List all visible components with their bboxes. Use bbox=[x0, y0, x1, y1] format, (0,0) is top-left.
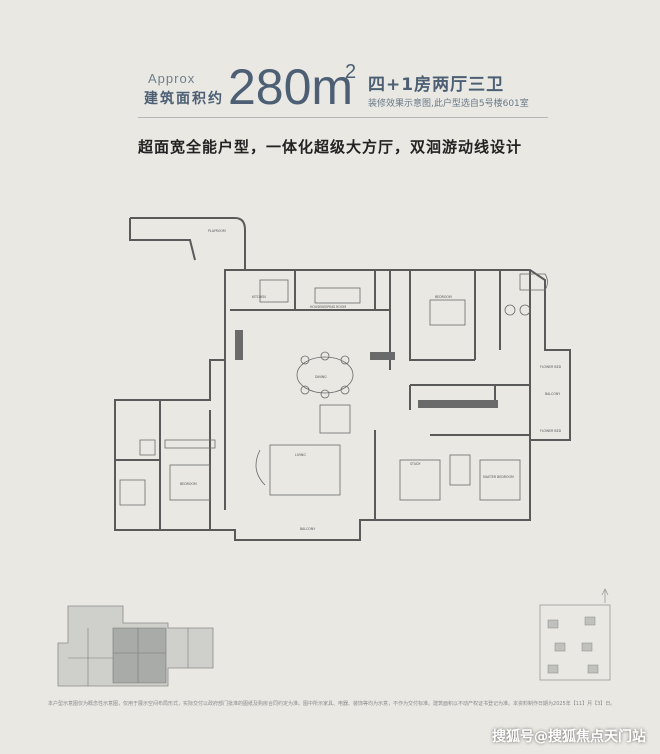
room-label-dining: DINING bbox=[315, 375, 327, 379]
disclaimer-text: 本户型示意图仅为概念性示意图，仅用于展示空间布局形式，实际交付以政府部门批准的图… bbox=[48, 701, 616, 707]
room-label-balcony-bottom: BALCONY bbox=[300, 527, 315, 531]
unit-type: 四+1房两厅三卫 bbox=[368, 75, 505, 95]
room-label-bedroom-top: BEDROOM bbox=[435, 295, 452, 299]
unit-note: 装修效果示意图,此户型选自5号楼601室 bbox=[368, 99, 529, 109]
room-label-flower-bottom: FLOWER BED bbox=[540, 429, 562, 433]
room-label-flower-top: FLOWER BED bbox=[540, 365, 562, 369]
area-value: 280m bbox=[228, 59, 354, 115]
room-label-bedroom-left: BEDROOM bbox=[180, 482, 197, 486]
area-unit-superscript: 2 bbox=[345, 61, 357, 83]
room-label-study: STUDY bbox=[410, 462, 421, 466]
floor-plan: PLAYROOM KITCHEN HOUSEKEEPING ROOM BEDRO… bbox=[114, 217, 571, 541]
room-label-master: MASTER BEDROOM bbox=[483, 475, 514, 479]
room-label-living: LIVING bbox=[295, 453, 306, 457]
area-header: Approx 建筑面积约 280m 2 四+1房两厅三卫 装修效果示意图,此户型… bbox=[130, 58, 550, 118]
room-label-kitchen: KITCHEN bbox=[252, 295, 266, 299]
room-label-playroom: PLAYROOM bbox=[208, 229, 226, 233]
approx-label: Approx bbox=[148, 71, 196, 86]
area-label: 建筑面积约 bbox=[144, 91, 224, 107]
slogan: 超面宽全能户型，一体化超级大方厅，双洄游动线设计 bbox=[137, 138, 522, 156]
header-divider bbox=[138, 117, 548, 118]
watermark: 搜狐号@搜狐焦点天门站 bbox=[492, 729, 646, 745]
room-label-balcony-right: BALCONY bbox=[545, 392, 560, 396]
key-plan-thumbnail bbox=[57, 605, 214, 687]
site-compass bbox=[539, 588, 611, 681]
room-label-housekeeping: HOUSEKEEPING ROOM bbox=[310, 305, 346, 309]
